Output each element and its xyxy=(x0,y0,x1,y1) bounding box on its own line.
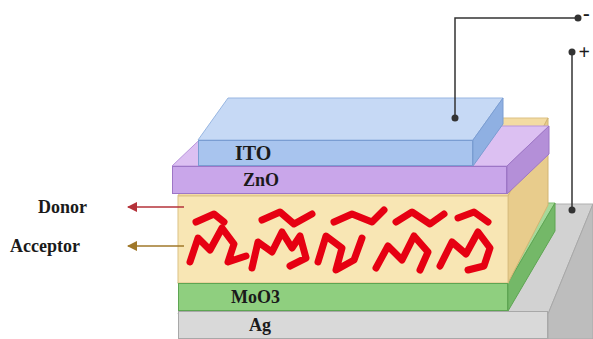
moo3-layer: MoO3 xyxy=(178,283,508,311)
zno-layer: ZnO xyxy=(172,166,507,194)
negative-terminal: - xyxy=(583,3,590,23)
donor-arrow xyxy=(128,206,184,208)
ito-side-face xyxy=(473,98,503,166)
layer-name: ZnO xyxy=(243,171,279,189)
acceptor-label: Acceptor xyxy=(10,237,80,255)
layer-name: MoO3 xyxy=(231,288,280,306)
acceptor-arrow xyxy=(128,245,184,247)
active-front-face xyxy=(178,196,508,283)
ito-top-face xyxy=(198,98,503,140)
donor-label: Donor xyxy=(38,198,87,216)
layer-name: Ag xyxy=(249,316,271,334)
zno-side-face xyxy=(507,126,549,194)
ito-layer: ITO xyxy=(198,140,473,166)
positive-terminal: + xyxy=(579,42,590,62)
donor-domains xyxy=(190,210,490,270)
layer-name: ITO xyxy=(235,143,271,163)
ag-electrode: Ag xyxy=(178,311,548,339)
